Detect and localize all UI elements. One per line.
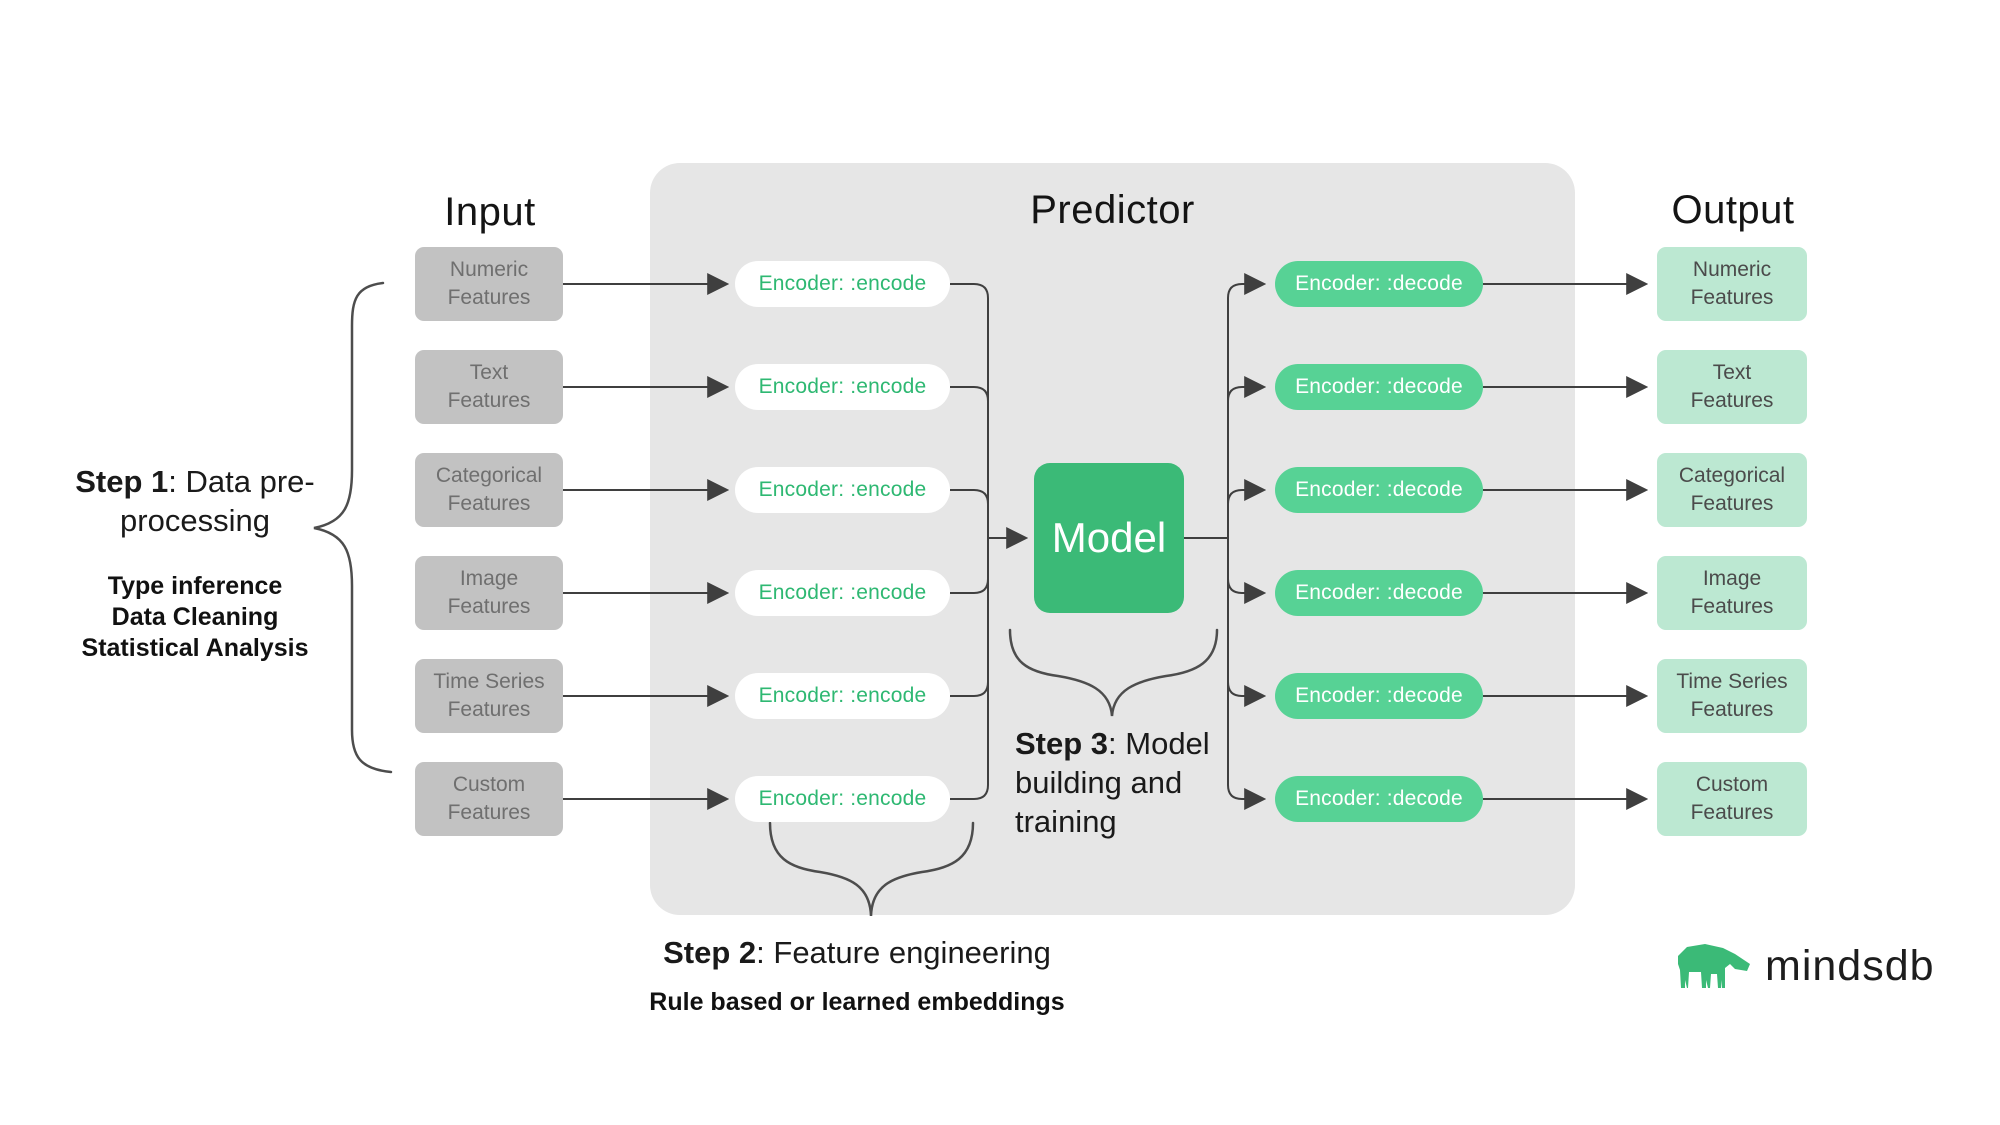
step1-detail-statistical-analysis: Statistical Analysis — [81, 634, 309, 662]
step1-detail-data-cleaning: Data Cleaning — [111, 603, 279, 631]
encode-pill-categorical: Encoder: :encode — [735, 467, 950, 513]
encode-pill-image: Encoder: :encode — [735, 570, 950, 616]
step2-title: Step 2: Feature engineering — [663, 935, 1051, 970]
step1-detail-type-inference: Type inference — [107, 572, 283, 600]
encode-pill-time-series: Encoder: :encode — [735, 673, 950, 719]
model-box: Model — [1034, 463, 1184, 613]
mindsdb-logo-text: mindsdb — [1765, 941, 1935, 990]
mindsdb-logo: mindsdb — [1675, 940, 1935, 992]
step3-title: Step 3: Model building and training — [1015, 726, 1210, 839]
brace-step3 — [1008, 628, 1219, 717]
brace-step2 — [768, 821, 975, 917]
input-column-title: Input — [444, 190, 536, 234]
braces — [313, 281, 1219, 917]
step1-details: Type inference Data Cleaning Statistical… — [40, 571, 350, 664]
brace-step1 — [313, 281, 393, 774]
output-column-title: Output — [1671, 188, 1795, 232]
model-to-decoder-bus — [1184, 273, 1267, 810]
decode-pill-numeric: Encoder: :decode — [1275, 261, 1483, 307]
input-to-encoder-arrows — [563, 273, 730, 810]
decode-pill-custom: Encoder: :decode — [1275, 776, 1483, 822]
decoder-to-output-arrows — [1483, 273, 1649, 810]
encoder-to-model-bus — [950, 283, 1029, 800]
step2-subtitle: Rule based or learned embeddings — [649, 988, 1065, 1016]
decode-pill-image: Encoder: :decode — [1275, 570, 1483, 616]
step1-title: Step 1: Data pre-processing — [75, 464, 315, 538]
encode-pill-numeric: Encoder: :encode — [735, 261, 950, 307]
mindsdb-bear-icon — [1678, 944, 1750, 988]
decode-pill-text: Encoder: :decode — [1275, 364, 1483, 410]
decode-pill-time-series: Encoder: :decode — [1275, 673, 1483, 719]
encode-pill-text: Encoder: :encode — [735, 364, 950, 410]
decode-pill-categorical: Encoder: :decode — [1275, 467, 1483, 513]
predictor-title: Predictor — [1030, 188, 1195, 232]
model-label: Model — [1051, 514, 1167, 561]
encode-pill-custom: Encoder: :encode — [735, 776, 950, 822]
